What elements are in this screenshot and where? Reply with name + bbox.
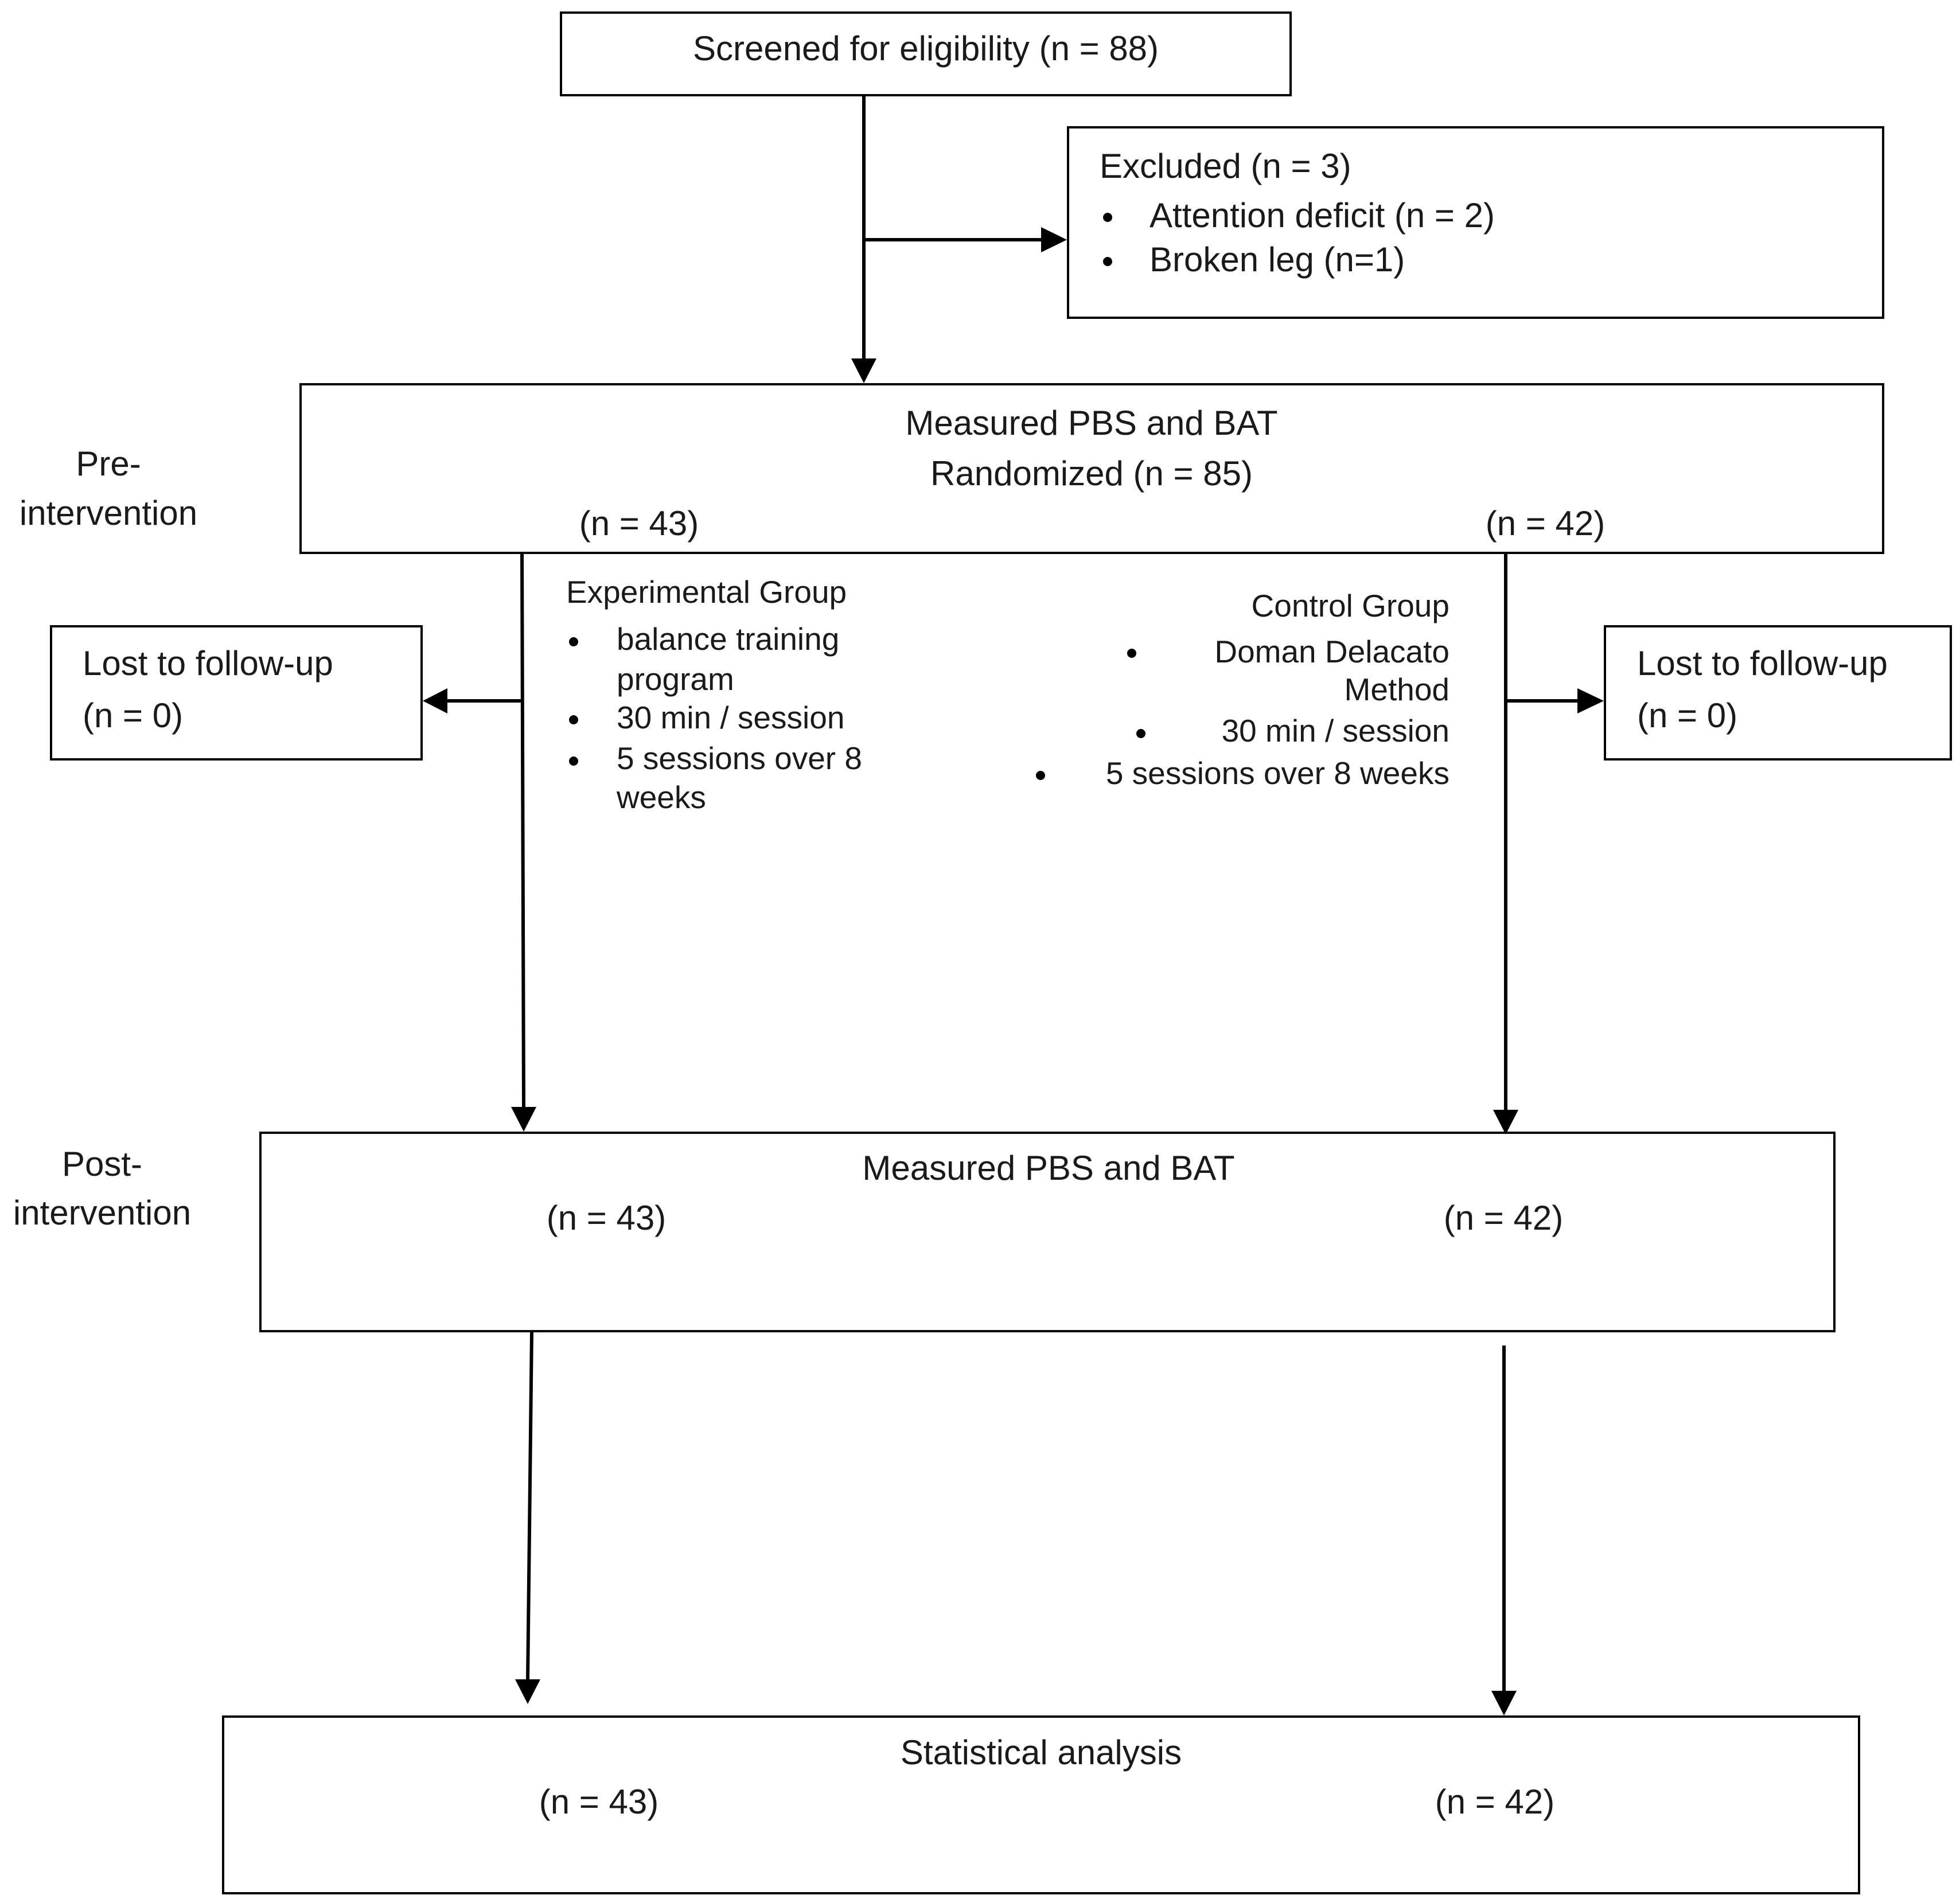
- experimental-group-title: Experimental Group: [566, 574, 847, 610]
- randomization-measure-label: Measured PBS and BAT: [905, 404, 1278, 442]
- experimental-item: 30 min / session: [617, 700, 845, 735]
- arrowhead-random: [851, 358, 876, 383]
- post-measurement-box: [259, 1132, 1836, 1332]
- post-measurement-title: Measured PBS and BAT: [862, 1149, 1235, 1187]
- experimental-count: (n = 43): [579, 504, 699, 543]
- screening-label: Screened for eligibility (n = 88): [692, 29, 1159, 68]
- phase-label-post: Post-: [61, 1145, 143, 1183]
- lost-followup-label: Lost to follow-up: [1637, 644, 1888, 683]
- experimental-item: weeks: [617, 779, 706, 815]
- connector-post-left-down: [526, 1332, 533, 1680]
- screening-box: [560, 11, 1292, 96]
- phase-label-post: intervention: [13, 1194, 192, 1232]
- bullet: [569, 715, 578, 724]
- randomization-count: Randomized (n = 85): [930, 454, 1253, 493]
- analysis-control-count: (n = 42): [1435, 1783, 1555, 1821]
- excluded-item: Broken leg (n=1): [1149, 240, 1405, 279]
- experimental-item: program: [617, 661, 734, 697]
- bullet: [1136, 729, 1145, 738]
- arrowhead-analysis-left: [515, 1679, 540, 1704]
- control-count: (n = 42): [1485, 504, 1606, 543]
- lost-followup-label: Lost to follow-up: [83, 644, 333, 683]
- arrowhead-lost-left: [423, 688, 447, 713]
- arrowhead-lost-right: [1577, 688, 1604, 713]
- control-item: 30 min / session: [1221, 713, 1449, 748]
- arrowhead-post-right: [1493, 1110, 1518, 1134]
- post-experimental-count: (n = 43): [546, 1199, 667, 1237]
- experimental-item: balance training: [617, 621, 840, 657]
- control-item: 5 sessions over 8 weeks: [1105, 755, 1449, 791]
- excluded-title: Excluded (n = 3): [1100, 147, 1351, 185]
- control-item: Doman Delacato: [1214, 634, 1449, 669]
- lost-followup-count: (n = 0): [1637, 696, 1738, 735]
- bullet: [569, 756, 578, 766]
- excluded-box: [1067, 126, 1884, 319]
- randomization-box: [299, 383, 1884, 554]
- bullet: [1036, 771, 1045, 780]
- bullet: [569, 637, 578, 646]
- lost-followup-count: (n = 0): [83, 696, 184, 735]
- experimental-item: 5 sessions over 8: [617, 740, 862, 776]
- excluded-item: Attention deficit (n = 2): [1149, 196, 1495, 235]
- lost-followup-box-left: [50, 625, 423, 761]
- post-control-count: (n = 42): [1443, 1199, 1564, 1237]
- analysis-experimental-count: (n = 43): [539, 1783, 659, 1821]
- arrowhead-post-left: [511, 1107, 536, 1132]
- control-item: Method: [1344, 672, 1449, 707]
- bullet: [1103, 257, 1112, 266]
- phase-label-pre: intervention: [19, 494, 198, 532]
- arrowhead-excluded: [1041, 227, 1067, 252]
- analysis-box: [222, 1715, 1860, 1894]
- control-group-title: Control Group: [1251, 588, 1449, 623]
- analysis-title: Statistical analysis: [900, 1733, 1182, 1772]
- lost-followup-box-right: [1604, 625, 1952, 761]
- bullet: [1103, 213, 1112, 222]
- connector-experimental-down: [520, 552, 525, 1108]
- arrowhead-analysis-right: [1491, 1691, 1517, 1715]
- phase-label-pre: Pre-: [76, 444, 141, 483]
- bullet: [1127, 649, 1136, 658]
